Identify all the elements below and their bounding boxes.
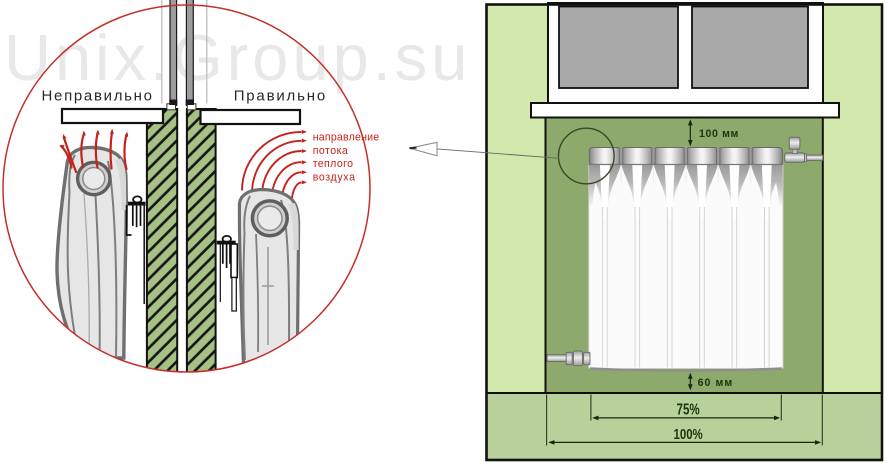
svg-text:Unix.Group.su: Unix.Group.su [4, 21, 471, 94]
svg-text:теплого: теплого [313, 158, 353, 170]
svg-text:100 мм: 100 мм [699, 128, 739, 140]
svg-text:Правильно: Правильно [234, 88, 326, 105]
svg-text:100%: 100% [674, 426, 704, 443]
svg-text:Неправильно: Неправильно [42, 88, 153, 105]
svg-text:потока: потока [313, 145, 348, 157]
svg-text:воздуха: воздуха [313, 171, 355, 183]
svg-text:направление: направление [313, 132, 380, 144]
svg-text:60 мм: 60 мм [698, 377, 733, 389]
svg-text:75%: 75% [677, 402, 700, 419]
